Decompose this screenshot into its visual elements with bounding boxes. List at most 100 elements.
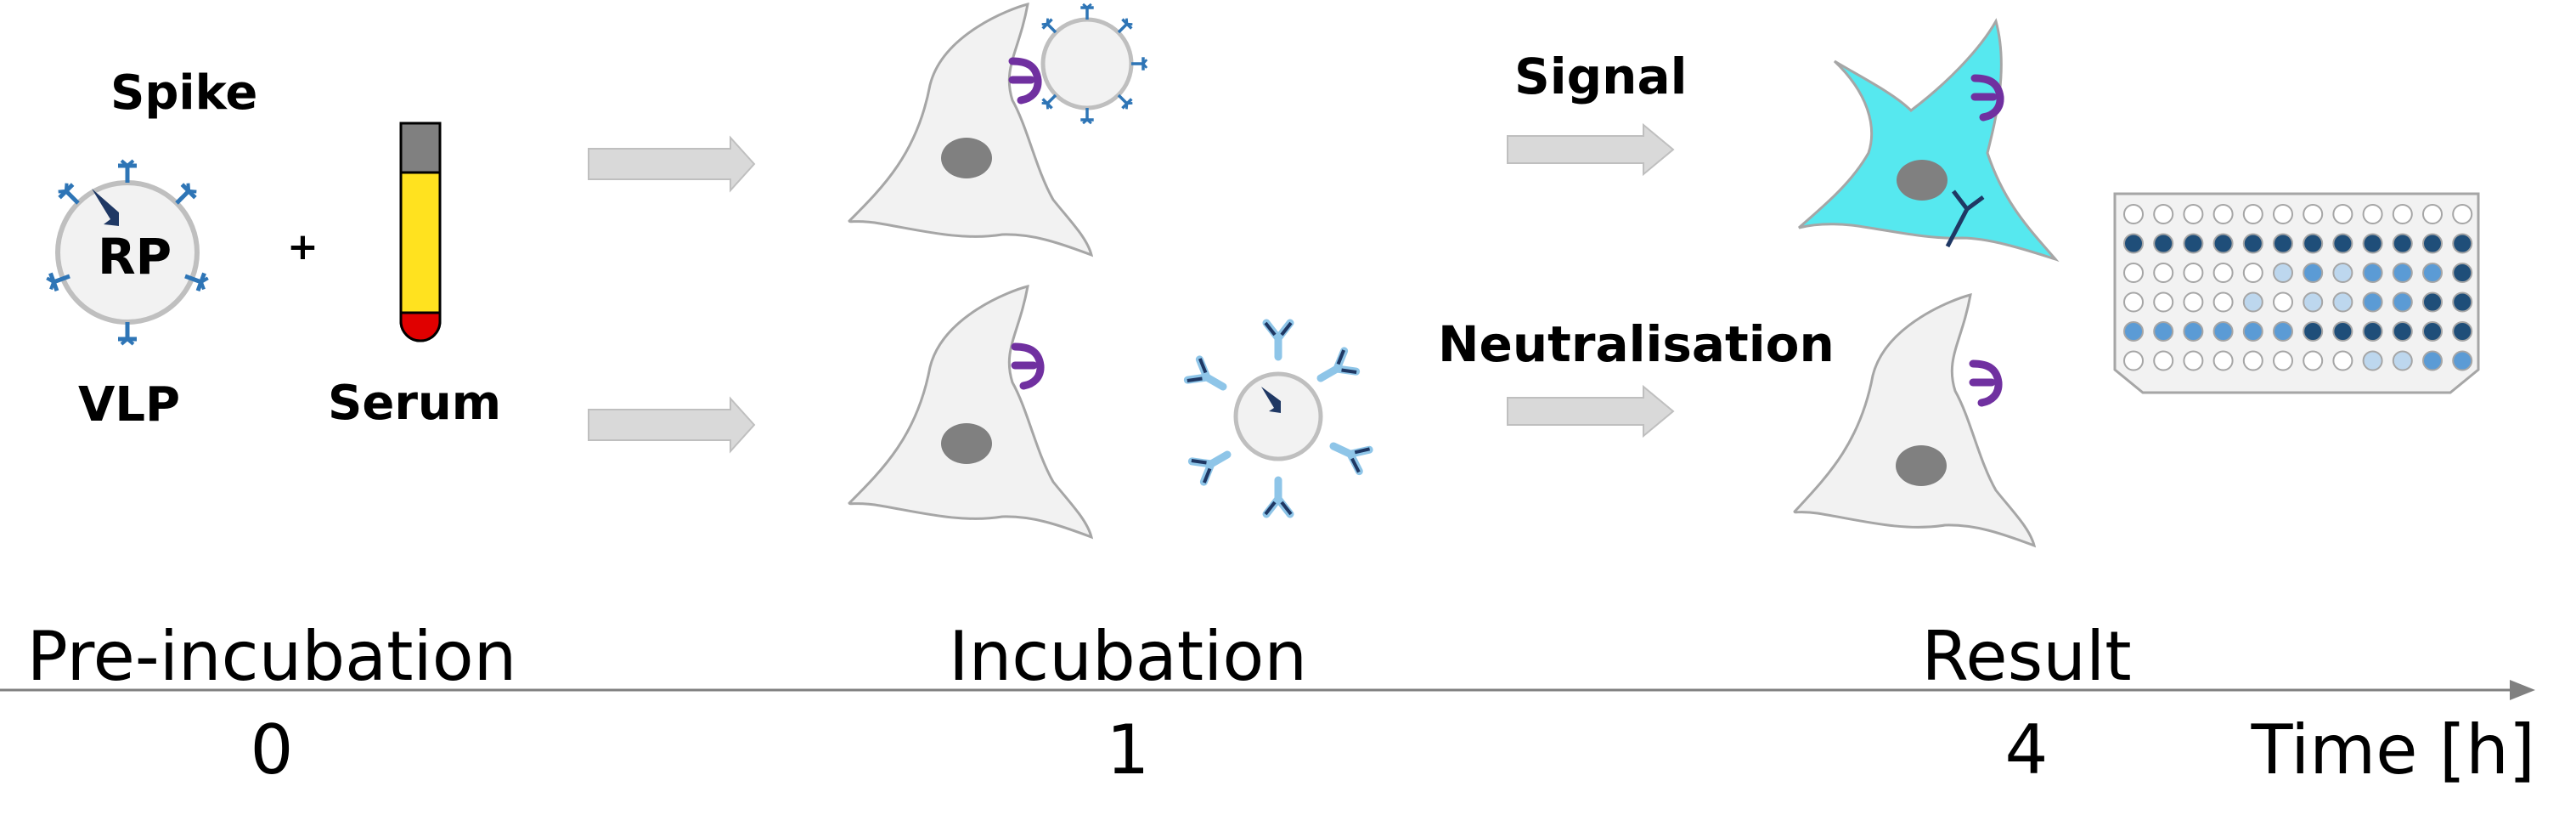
plate-well (2123, 291, 2144, 313)
antibody-icon (1265, 480, 1291, 514)
plate-well (2332, 263, 2353, 283)
plate-well (2392, 291, 2413, 313)
plate-well (2123, 204, 2144, 224)
time-tick-label: 1 (1107, 710, 1150, 789)
arrow-icon (1507, 384, 1675, 438)
plate-well (2183, 350, 2204, 371)
rp-label: RP (98, 228, 172, 286)
plate-well (2332, 321, 2353, 342)
plate-well (2362, 204, 2383, 224)
stage-label: Pre-incubation (27, 617, 517, 696)
plate-well (2303, 321, 2324, 342)
plate-well (2452, 263, 2473, 283)
antibody-icon (1328, 434, 1370, 472)
rna-icon (92, 189, 119, 226)
plate-well (2362, 350, 2383, 371)
plate-well (2422, 263, 2443, 283)
plate-well (2303, 204, 2324, 224)
plate-well (2422, 233, 2443, 254)
plate-well (2212, 291, 2234, 313)
plus-sign: + (287, 225, 318, 269)
plate-well (2332, 233, 2353, 254)
cell-neutralised-result (1793, 292, 2037, 548)
plate-well (2392, 350, 2413, 371)
plate-well (2123, 350, 2144, 371)
plate-well (2362, 321, 2383, 342)
neutralised-vlp-particle (1187, 323, 1370, 514)
time-axis-arrowhead (2510, 680, 2535, 700)
plate-well (2242, 233, 2263, 254)
plate-well (2362, 263, 2383, 283)
plate-well (2422, 291, 2443, 313)
plate-well (2212, 350, 2234, 371)
receptor-icon (1012, 61, 1038, 100)
plate-well (2153, 204, 2174, 224)
plate-well (2303, 291, 2324, 313)
plate-well (2153, 263, 2174, 283)
plate-well (2273, 263, 2293, 283)
signal-label: Signal (1514, 48, 1687, 105)
serum-tube-icon (399, 122, 442, 342)
plate-well (2212, 233, 2234, 254)
antibody-icon (1315, 350, 1357, 389)
cell-bottom-incubation (848, 284, 1094, 540)
plate-well (2303, 350, 2324, 371)
bound-vlp-particle (1038, 3, 1148, 125)
spike-label: Spike (110, 65, 257, 121)
antibody-icon (1192, 444, 1234, 483)
neutralisation-label: Neutralisation (1438, 315, 1835, 373)
plate-wells (2123, 204, 2473, 371)
plate-well (2303, 233, 2324, 254)
plate-well (2392, 204, 2413, 224)
stage-label: Result (1921, 617, 2131, 696)
plate-well (2153, 321, 2174, 342)
plate-well (2392, 233, 2413, 254)
plate-well (2123, 321, 2144, 342)
plate-well (2123, 263, 2144, 283)
plate-well (2452, 291, 2473, 313)
plate-well (2273, 291, 2293, 313)
plate-well (2183, 291, 2204, 313)
vlp-label: VLP (78, 377, 180, 433)
arrow-icon (588, 396, 756, 454)
plate-well (2362, 291, 2383, 313)
plate-well (2273, 350, 2293, 371)
plate-well (2422, 350, 2443, 371)
plate-well (2452, 233, 2473, 254)
plate-well (2362, 233, 2383, 254)
plate-well (2332, 291, 2353, 313)
plate-well (2332, 350, 2353, 371)
plate-well (2242, 291, 2263, 313)
plate-well (2422, 204, 2443, 224)
plate-well (2183, 321, 2204, 342)
plate-well (2452, 204, 2473, 224)
plate-well (2242, 350, 2263, 371)
arrow-icon (588, 135, 756, 193)
signal-cell-result (1798, 18, 2060, 263)
plate-well (2183, 263, 2204, 283)
receptor-icon (1015, 347, 1040, 386)
plate-well (2422, 321, 2443, 342)
plate-well (2183, 204, 2204, 224)
plate-well (2212, 204, 2234, 224)
plate-well (2332, 204, 2353, 224)
plate-well (2303, 263, 2324, 283)
time-tick-label: 4 (2005, 710, 2049, 789)
plate-well (2242, 321, 2263, 342)
plate-well (2212, 321, 2234, 342)
plate-well (2242, 204, 2263, 224)
serum-label: Serum (328, 376, 501, 431)
plate-well (2273, 321, 2293, 342)
cell-top-incubation (848, 2, 1094, 257)
arrow-icon (1507, 122, 1675, 177)
plate-well (2123, 233, 2144, 254)
vlp-particle (46, 161, 209, 344)
plate-well (2242, 263, 2263, 283)
plate-well (2273, 233, 2293, 254)
plate-well (2392, 263, 2413, 283)
plate-well (2452, 321, 2473, 342)
plate-well (2183, 233, 2204, 254)
antibody-icon (1187, 359, 1230, 398)
well-plate (2113, 192, 2480, 394)
